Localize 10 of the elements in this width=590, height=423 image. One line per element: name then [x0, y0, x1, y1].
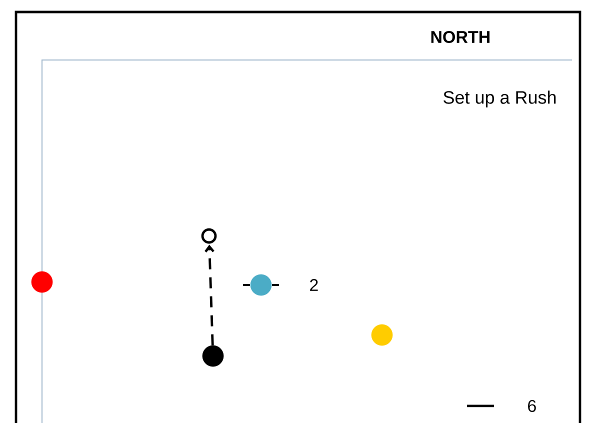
player-dot	[250, 274, 272, 296]
heading: NORTH	[431, 30, 490, 44]
player-number: 6	[528, 400, 536, 412]
player-dot	[202, 345, 224, 367]
player-number: 2	[310, 279, 318, 291]
title: Set up a Rush	[444, 90, 556, 108]
player-dot	[371, 324, 393, 346]
player-marker	[201, 228, 217, 244]
player-dot	[31, 271, 53, 293]
arrow	[204, 244, 214, 346]
